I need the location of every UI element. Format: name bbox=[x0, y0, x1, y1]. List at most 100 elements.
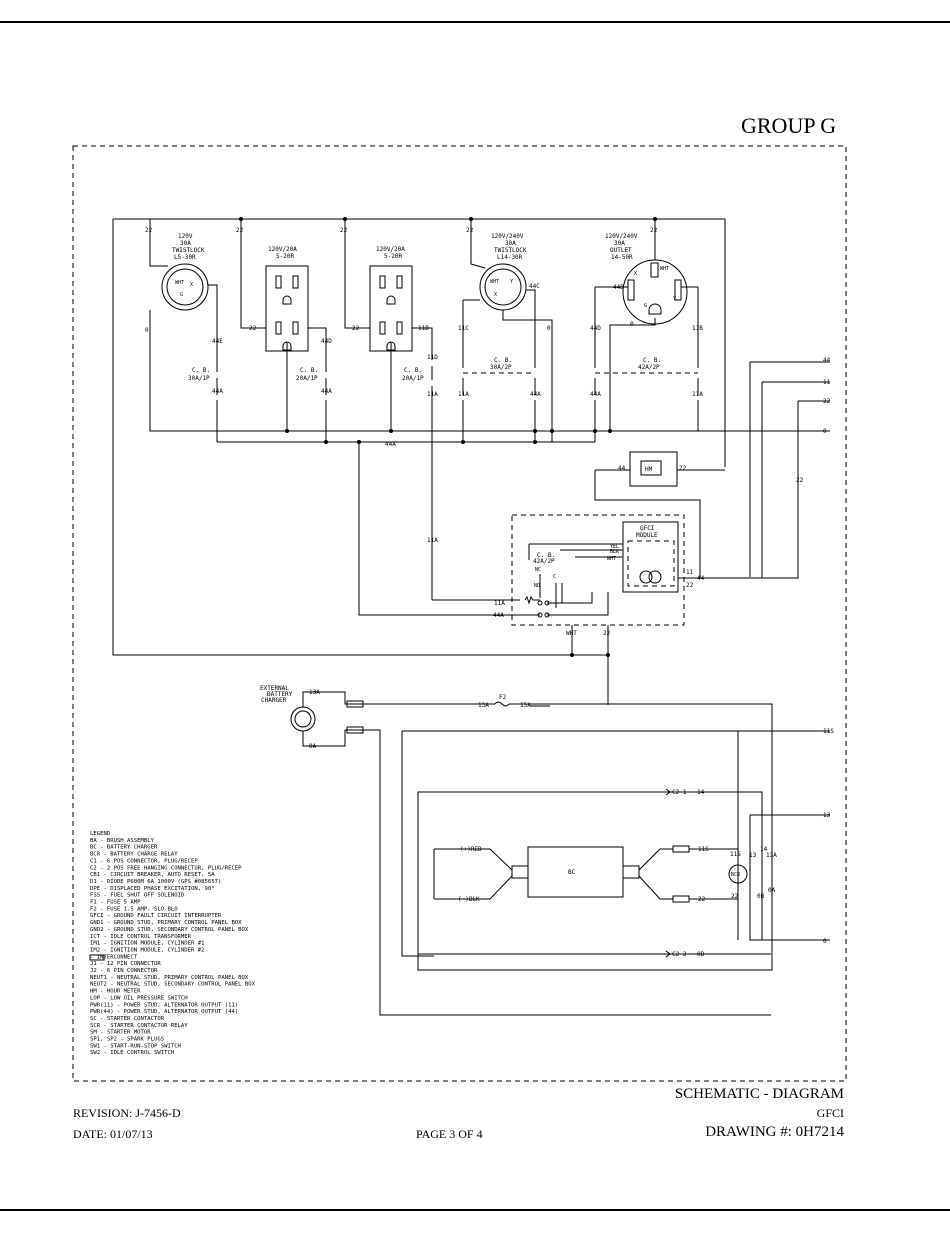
wire-segment bbox=[379, 275, 386, 289]
junction-dot bbox=[728, 864, 748, 884]
diagram-label: 22 bbox=[823, 398, 831, 405]
wire-label-22: 22 bbox=[340, 227, 348, 234]
legend-line: SW1 - START-RUN-STOP SWITCH bbox=[90, 1043, 181, 1049]
group-title: GROUP G bbox=[741, 113, 837, 138]
diagram-label: 42A/2P bbox=[638, 364, 660, 371]
junction-dot bbox=[389, 429, 393, 433]
diagram-label: C2-2 bbox=[672, 951, 687, 958]
junction-dot bbox=[461, 440, 465, 444]
junction-dot bbox=[484, 268, 522, 306]
diagram-label: 44 bbox=[618, 465, 626, 472]
diagram-label: 11A bbox=[692, 391, 703, 398]
diagram-label: 22 bbox=[698, 896, 706, 903]
diagram-label: 120V/240V bbox=[491, 233, 524, 240]
diagram-label: 5-20R bbox=[384, 253, 402, 260]
junction-dot bbox=[285, 429, 289, 433]
legend-line: F2 - FUSE 1.5 AMP, SLO-BLO bbox=[90, 906, 178, 912]
diagram-label: 30A/2P bbox=[490, 364, 512, 371]
diagram-label: 0 bbox=[823, 428, 827, 435]
diagram-label: C. B. bbox=[192, 367, 210, 374]
wire-segment bbox=[640, 460, 662, 476]
diagram-label: 120V/20A bbox=[376, 246, 405, 253]
junction-dot bbox=[166, 268, 204, 306]
diagram-label: MODULE bbox=[636, 532, 658, 539]
wire-segment bbox=[282, 295, 292, 351]
revision: REVISION: J-7456-D bbox=[73, 1106, 181, 1120]
receptacle-14-50r: 120V/240V 30A OUTLET 14-50R WHT X Y G 44… bbox=[590, 219, 703, 442]
diagram-label: 11A bbox=[458, 391, 469, 398]
diagram-label: NC bbox=[535, 567, 541, 573]
wire-segment bbox=[629, 451, 678, 487]
diagram-label: 0 bbox=[630, 321, 634, 328]
diagram-label: 22 bbox=[731, 893, 739, 900]
return-0 bbox=[149, 219, 830, 432]
diagram-label: 22 bbox=[679, 465, 687, 472]
diagram-label: 13A bbox=[309, 689, 320, 696]
legend-line: IM2 - IGNITION MODULE, CYLINDER #2 bbox=[90, 947, 205, 953]
diagram-label: 44A bbox=[321, 388, 332, 395]
diagram-label: EXTERNAL bbox=[260, 685, 289, 692]
subtitle: GFCI bbox=[816, 1106, 844, 1120]
legend-line: LEGEND bbox=[90, 831, 111, 837]
top-rule bbox=[0, 21, 950, 23]
diagram-label: L14-30R bbox=[497, 254, 523, 261]
legend-line: BCR - BATTERY CHARGE RELAY bbox=[90, 852, 178, 858]
wire-label-22: 22 bbox=[236, 227, 244, 234]
diagram-label: C. B. bbox=[404, 367, 422, 374]
battery-charger: BC (+)RED (-)BLK 11S 22 bbox=[433, 845, 738, 903]
diagram-label: 120V/20A bbox=[268, 246, 297, 253]
schematic-title: SCHEMATIC - DIAGRAM bbox=[674, 1086, 844, 1102]
receptacle-l5-30r: 120V 30A TWISTLOCK L5-30R WHT X G 44E C.… bbox=[149, 233, 223, 442]
diagram-label: 44A bbox=[530, 391, 541, 398]
legend-line: HM - HOUR METER bbox=[90, 989, 141, 995]
junction-dot bbox=[324, 440, 328, 444]
diagram-label: 0A bbox=[768, 887, 776, 894]
diagram-label: 30A bbox=[505, 240, 516, 247]
diagram-label: 20A/1P bbox=[402, 375, 424, 382]
wire-segment bbox=[369, 265, 413, 352]
legend-line: - INTERCONNECT bbox=[90, 954, 138, 960]
wire-segment bbox=[672, 845, 690, 853]
diagram-label: 13 bbox=[749, 852, 757, 859]
wire-segment bbox=[302, 691, 363, 747]
wire-segment bbox=[594, 219, 699, 442]
diagram-label: GFCI bbox=[640, 525, 655, 532]
legend-line: C1 - 6 POS CONNECTOR, PLUG/RECEP bbox=[90, 858, 198, 864]
junction-dot bbox=[606, 653, 610, 657]
diagram-label: WHT bbox=[175, 280, 184, 286]
diagram-label: 22 bbox=[249, 325, 257, 332]
legend-line: J2 - 6 PIN CONNECTOR bbox=[90, 968, 158, 974]
diagram-label: C. B. bbox=[300, 367, 318, 374]
wire-segment bbox=[433, 848, 738, 900]
legend-interconnect-swatch bbox=[89, 954, 105, 961]
wire-label-0: 0 bbox=[145, 327, 149, 334]
junction-dot bbox=[550, 429, 554, 433]
diagram-label: 44C bbox=[529, 283, 540, 290]
wire-segment bbox=[292, 275, 299, 289]
diagram-label: 22 bbox=[352, 325, 360, 332]
legend-line: NEUT2 - NEUTRAL STUD, SECONDARY CONTROL … bbox=[90, 982, 256, 988]
legend-line: SCR - STARTER CONTACTOR RELAY bbox=[90, 1023, 188, 1029]
legend-line: BA - BRUSH ASSEMBLY bbox=[90, 838, 155, 844]
junction-dot bbox=[648, 570, 662, 584]
wire-label-22: 22 bbox=[650, 227, 658, 234]
wire-segment bbox=[386, 295, 396, 351]
diagram-label: Y bbox=[510, 279, 513, 285]
diagram-label: OUTLET bbox=[610, 247, 632, 254]
legend-line: GND1 - GROUND STUD, PRIMARY CONTROL PANE… bbox=[90, 920, 242, 926]
diagram-label: 0B bbox=[757, 893, 765, 900]
diagram-label: C bbox=[553, 574, 556, 580]
diagram-label: CHARGER bbox=[261, 697, 287, 704]
junction-dot bbox=[639, 570, 653, 584]
diagram-label: NO bbox=[534, 583, 540, 589]
junction-dot bbox=[294, 710, 312, 728]
diagram-label: C. B. bbox=[537, 552, 555, 559]
legend-line: IM1 - IGNITION MODULE, CYLINDER #1 bbox=[90, 941, 205, 947]
wire-segment bbox=[149, 262, 218, 372]
wire-segment bbox=[363, 703, 773, 1016]
hour-meter: HM 44 22 bbox=[594, 451, 725, 578]
wire-segment bbox=[528, 544, 563, 608]
legend-line: ICT - IDLE CONTROL TRANSFORMER bbox=[90, 934, 192, 940]
junction-dot bbox=[479, 263, 527, 311]
